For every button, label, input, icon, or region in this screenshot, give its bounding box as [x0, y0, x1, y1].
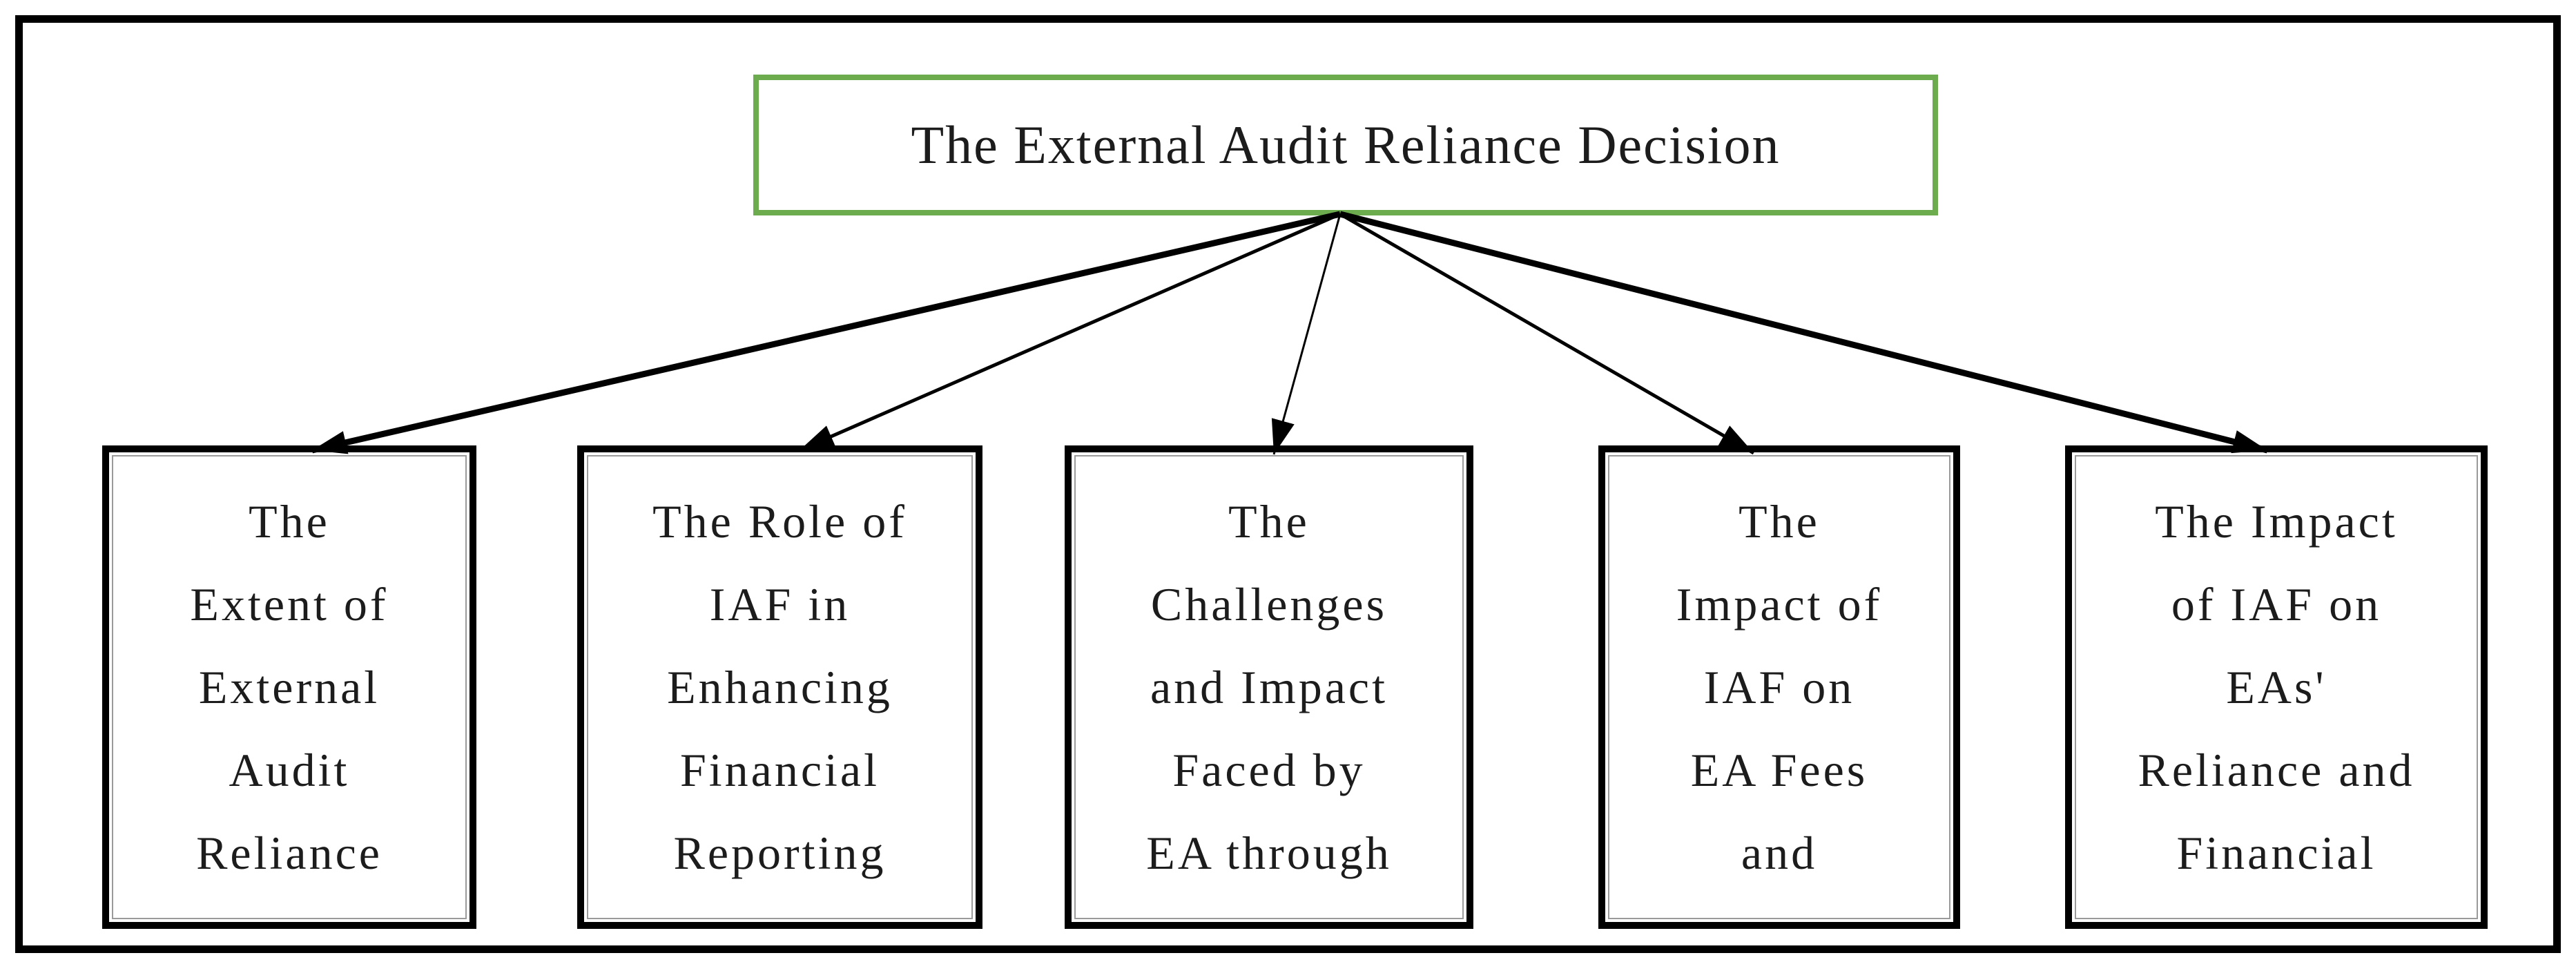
- root-node: The External Audit Reliance Decision: [753, 75, 1938, 215]
- root-node-label: The External Audit Reliance Decision: [911, 115, 1781, 175]
- outer-frame: [15, 15, 2561, 953]
